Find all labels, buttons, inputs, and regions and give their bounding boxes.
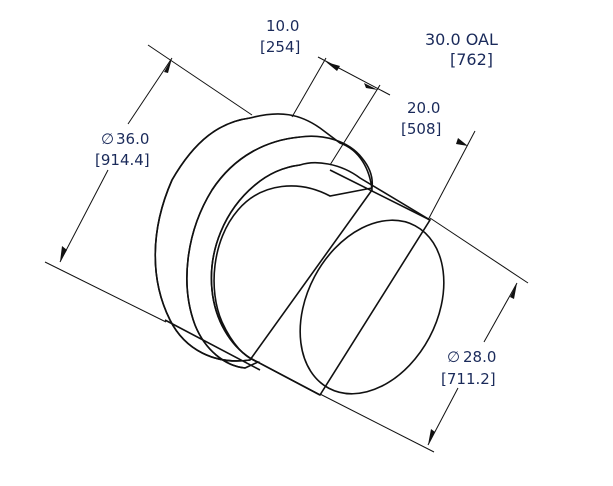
dim-shaft-length-value: 20.0	[407, 99, 440, 117]
dim-shaft-diameter: ∅ 28.0 [711.2]	[441, 348, 496, 388]
dim-shaft-length-alt: [508]	[401, 120, 441, 138]
diameter-symbol-icon: ∅	[101, 130, 114, 148]
diameter-symbol-icon: ∅	[447, 348, 460, 366]
dim-overall-length-alt: [762]	[450, 50, 493, 69]
dim-flange-diameter: ∅ 36.0 [914.4]	[95, 130, 150, 169]
dim-shaft-diameter-value: 28.0	[463, 348, 496, 366]
dim-length-lines	[291, 56, 476, 221]
dim-shaft-diameter-alt: [711.2]	[441, 370, 496, 388]
dim-flange-length-value: 10.0	[266, 17, 299, 35]
dim-flange-diameter-lines	[44, 44, 253, 323]
dim-shaft-diameter-lines	[319, 217, 529, 453]
shaft-cylinder	[210, 162, 432, 397]
dim-flange-diameter-value: 36.0	[116, 130, 149, 148]
dim-flange-length-alt: [254]	[260, 38, 300, 56]
flange-step-face	[186, 135, 374, 369]
dim-overall-length: 30.0 OAL [762]	[425, 30, 498, 69]
dim-flange-diameter-alt: [914.4]	[95, 151, 150, 169]
flange-cylinder	[154, 113, 373, 362]
dim-overall-length-value: 30.0 OAL	[425, 30, 498, 49]
dim-shaft-length: 20.0 [508]	[401, 99, 441, 138]
shaft-end-face	[299, 219, 445, 395]
dim-flange-length: 10.0 [254]	[260, 17, 300, 56]
flange-bottom-edge	[164, 319, 261, 371]
